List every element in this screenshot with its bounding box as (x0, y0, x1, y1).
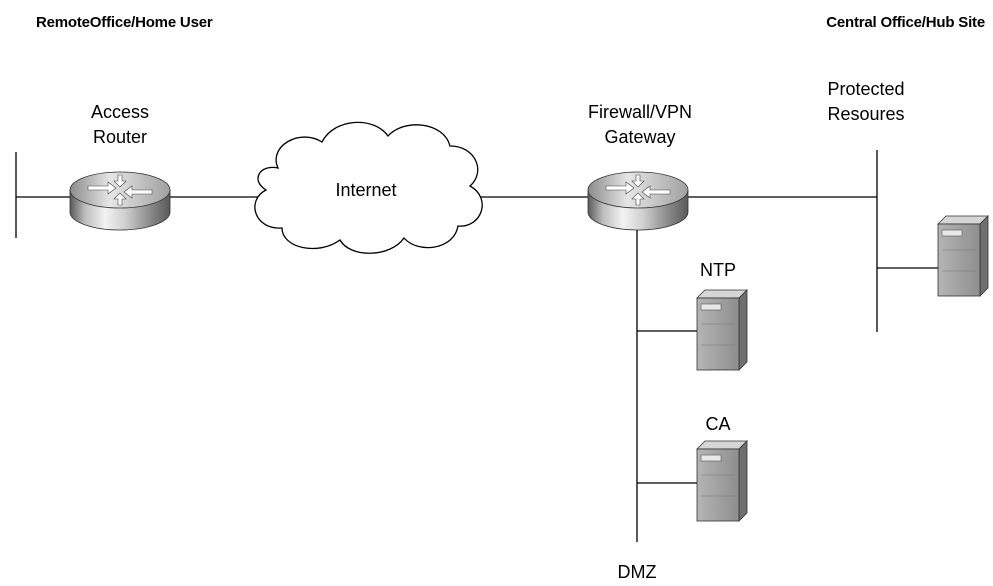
protected-label-line1: Protected (827, 79, 904, 99)
internet-label: Internet (335, 180, 396, 200)
router-icon (587, 171, 689, 231)
hub-site-header: Central Office/Hub Site (826, 14, 985, 31)
access-router-label-line2: Router (93, 127, 147, 147)
ntp-label: NTP (700, 260, 736, 280)
server-icon (696, 440, 748, 522)
access-router-label-line1: Access (91, 102, 149, 122)
router-icon (69, 171, 171, 231)
ca-label: CA (705, 414, 730, 434)
firewall-label-line2: Gateway (604, 127, 675, 147)
server-icon (696, 289, 748, 371)
server-icon (937, 215, 989, 297)
dmz-label: DMZ (618, 562, 657, 582)
cloud-icon (254, 121, 483, 254)
firewall-label-line1: Firewall/VPN (588, 102, 692, 122)
protected-label-line2: Resoures (827, 104, 904, 124)
remote-site-header: RemoteOffice/Home User (36, 14, 213, 31)
